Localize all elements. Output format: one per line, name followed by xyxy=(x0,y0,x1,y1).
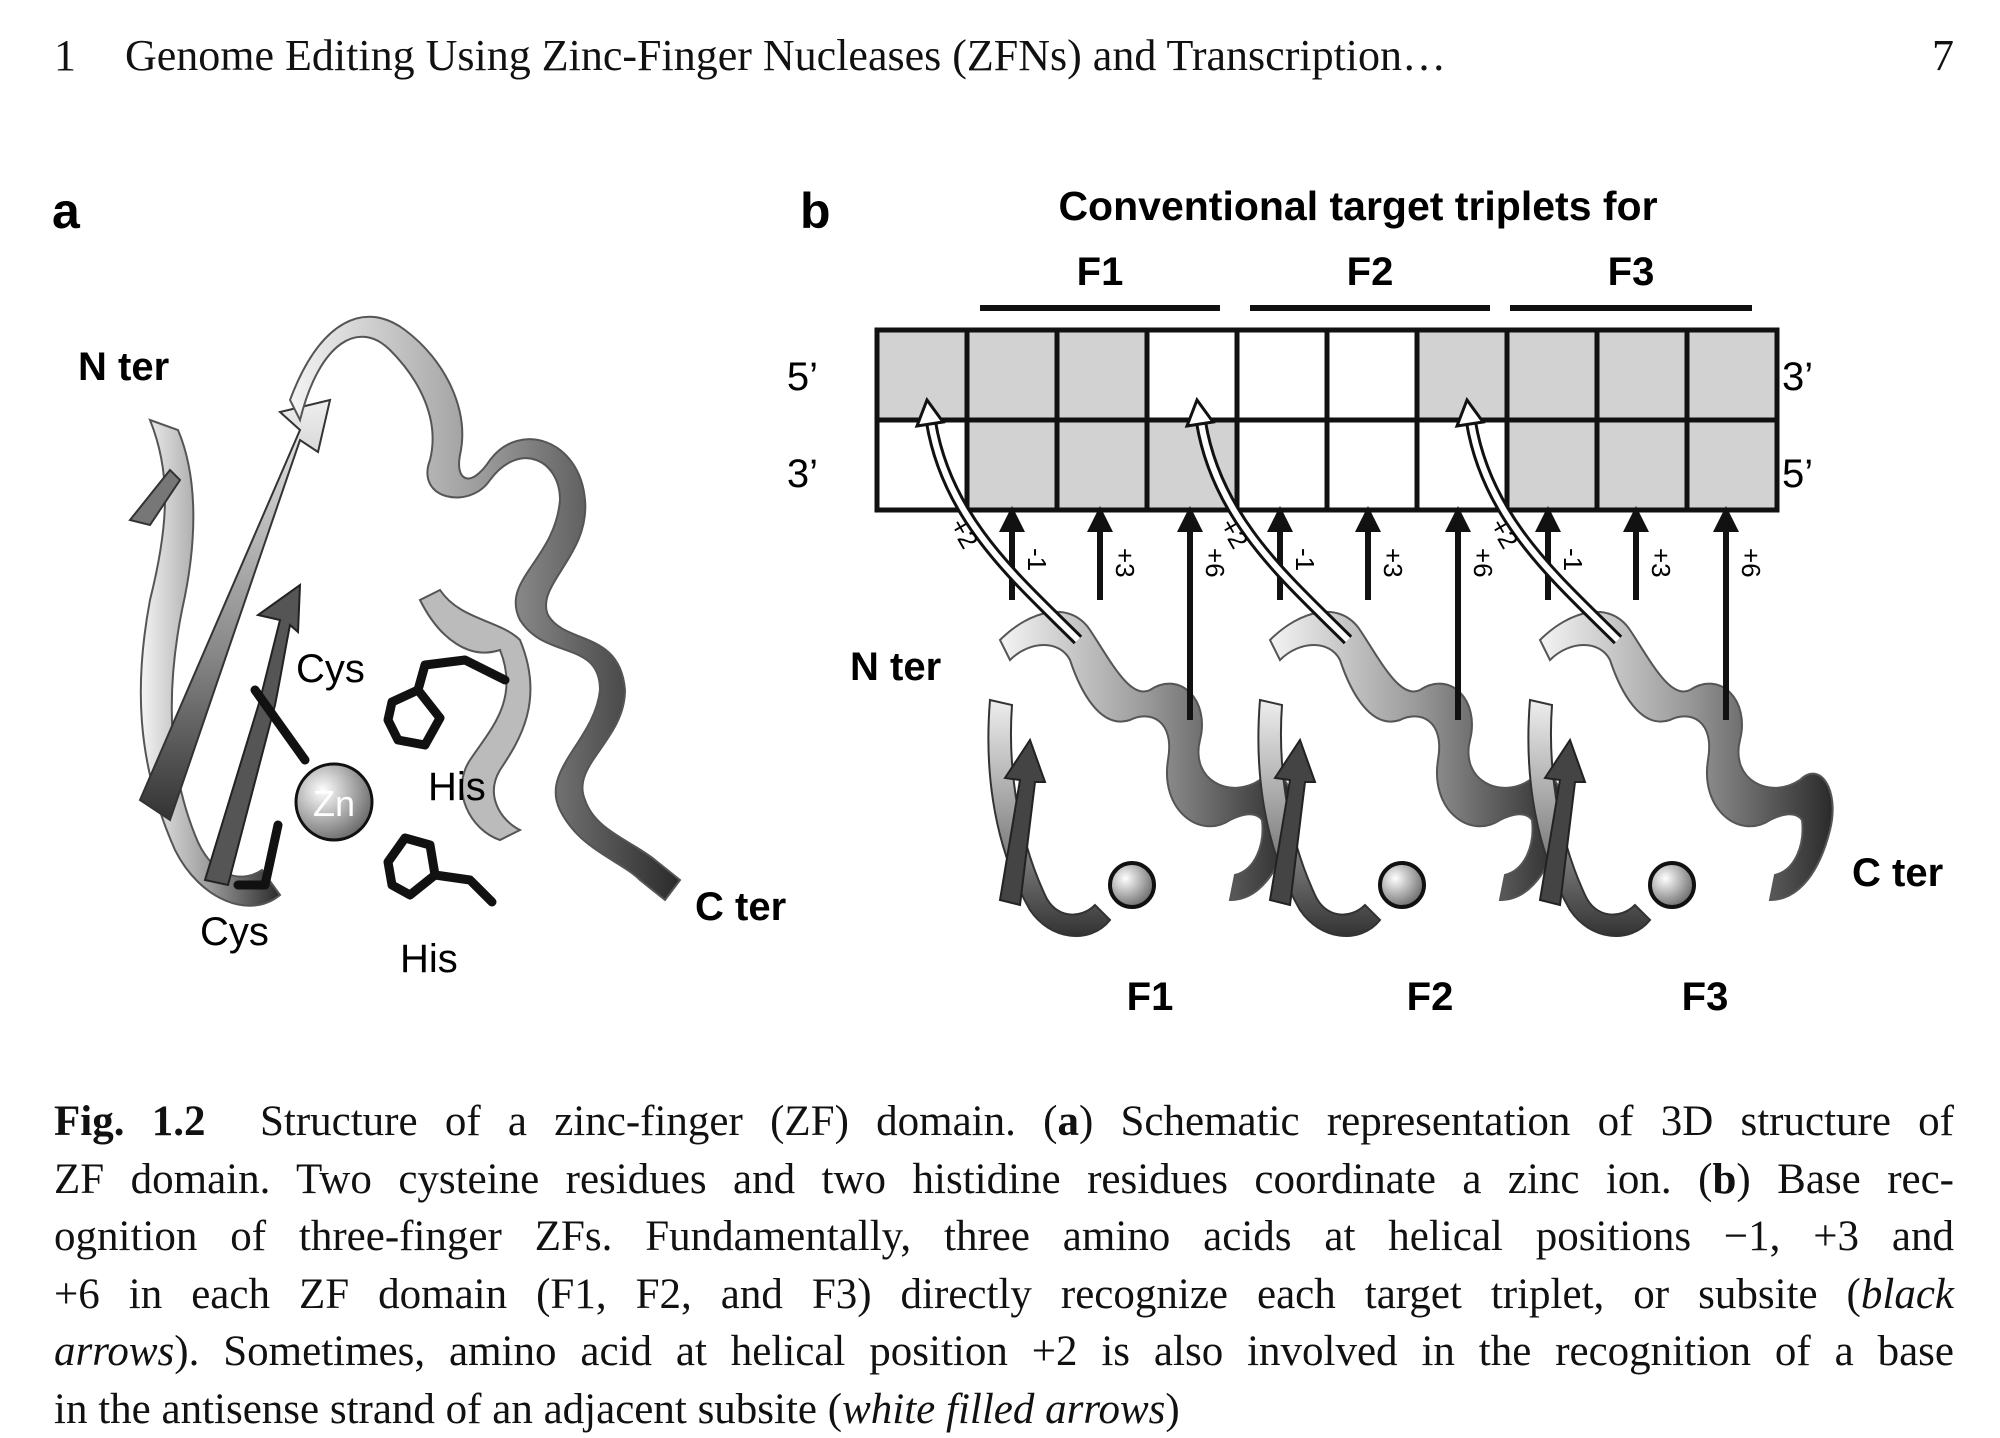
sense-base-3 xyxy=(1057,330,1147,420)
zinc-finger-ribbons xyxy=(988,612,1832,936)
caption-text: Structure of a zinc-finger (ZF) domain. … xyxy=(260,1098,1057,1145)
zinc-ion-2 xyxy=(1380,863,1424,907)
panel-a: a N ter Zn Cys Cys His His C ter xyxy=(52,183,786,981)
caption-text: ZF domain. Two cysteine residues and two… xyxy=(54,1156,1712,1203)
position-label: +6 xyxy=(1468,548,1498,578)
sense-base-1 xyxy=(877,330,967,420)
his-bottom-ring xyxy=(388,838,435,895)
sense-base-2 xyxy=(967,330,1057,420)
panel-b-title: Conventional target triplets for xyxy=(1058,183,1657,229)
triplet-label-1: F1 xyxy=(1077,250,1124,294)
triplet-labels: F1 F2 F3 xyxy=(980,250,1752,308)
antisense-base-5 xyxy=(1237,420,1327,510)
his-bottom-label: His xyxy=(400,937,458,981)
cys-top-label: Cys xyxy=(296,647,365,691)
zinc-ion-1 xyxy=(1110,863,1154,907)
finger-label-2: F2 xyxy=(1407,975,1454,1019)
caption-line-2: ZF domain. Two cysteine residues and two… xyxy=(54,1151,1954,1209)
finger-labels: F1 F2 F3 xyxy=(1127,975,1729,1019)
position-label: -1 xyxy=(1022,548,1052,571)
caption-italic: white filled arrows xyxy=(842,1386,1165,1433)
figure-caption: Fig. 1.2 Structure of a zinc-finger (ZF)… xyxy=(54,1093,1954,1438)
panel-b-label: b xyxy=(800,183,831,239)
caption-text: ) Base rec- xyxy=(1736,1156,1954,1203)
his-top-ring xyxy=(388,690,440,745)
panel-a-n-ter: N ter xyxy=(78,345,169,389)
caption-text: ) Schematic representation of 3D structu… xyxy=(1079,1098,1954,1145)
zinc-ion-3 xyxy=(1650,863,1694,907)
position-label: +6 xyxy=(1200,548,1230,578)
antisense-base-9 xyxy=(1597,420,1687,510)
position-label-plus2: +2 xyxy=(944,513,985,554)
finger-label-3: F3 xyxy=(1682,975,1729,1019)
caption-line-3: ognition of three-finger ZFs. Fundamenta… xyxy=(54,1208,1954,1266)
sense-base-4 xyxy=(1147,330,1237,420)
his-bottom-chain xyxy=(435,875,492,902)
caption-line-6: in the antisense strand of an adjacent s… xyxy=(54,1381,1954,1438)
position-label: +3 xyxy=(1646,548,1676,578)
triplet-label-3: F3 xyxy=(1608,250,1655,294)
caption-line-5: arrows). Sometimes, amino acid at helica… xyxy=(54,1323,1954,1381)
panel-a-c-ter: C ter xyxy=(695,885,786,929)
position-label: -1 xyxy=(1290,548,1320,571)
caption-panel-ref-b: b xyxy=(1712,1156,1736,1203)
zinc-finger-1 xyxy=(988,612,1292,936)
position-label: +3 xyxy=(1378,548,1408,578)
figure-label: Fig. 1.2 xyxy=(54,1098,205,1145)
figure-1-2: a N ter Zn Cys Cys His His C ter xyxy=(0,150,2000,1050)
caption-text: +6 in each ZF domain (F1, F2, and F3) di… xyxy=(54,1271,1861,1318)
caption-text: ). Sometimes, amino acid at helical posi… xyxy=(174,1328,1954,1375)
antisense-base-3 xyxy=(1057,420,1147,510)
cys-bottom-label: Cys xyxy=(200,910,269,954)
his-top-chain xyxy=(418,660,505,690)
position-label: -1 xyxy=(1558,548,1588,571)
running-head-title: Genome Editing Using Zinc-Finger Nucleas… xyxy=(125,30,1446,81)
panel-a-label: a xyxy=(52,183,81,239)
antisense-base-6 xyxy=(1327,420,1417,510)
strand-bottom-right: 5’ xyxy=(1782,452,1813,496)
antisense-base-10 xyxy=(1687,420,1777,510)
zinc-finger-2 xyxy=(1258,612,1562,936)
his-top-label: His xyxy=(428,765,486,809)
caption-panel-ref-a: a xyxy=(1057,1098,1079,1145)
zn-label: Zn xyxy=(313,783,355,824)
caption-italic: arrows xyxy=(54,1328,174,1375)
page-number: 7 xyxy=(1932,30,1954,81)
antisense-base-8 xyxy=(1507,420,1597,510)
dna-base-grid xyxy=(877,330,1777,510)
running-head: 1 Genome Editing Using Zinc-Finger Nucle… xyxy=(0,0,2000,110)
caption-text: in the antisense strand of an adjacent s… xyxy=(54,1386,842,1433)
strand-top-left: 5’ xyxy=(787,355,818,399)
chapter-number: 1 xyxy=(54,30,76,81)
caption-line-1: Fig. 1.2 Structure of a zinc-finger (ZF)… xyxy=(54,1093,1954,1151)
sense-base-7 xyxy=(1417,330,1507,420)
sense-base-5 xyxy=(1237,330,1327,420)
sense-base-10 xyxy=(1687,330,1777,420)
sense-base-6 xyxy=(1327,330,1417,420)
position-label: +6 xyxy=(1736,548,1766,578)
finger-label-1: F1 xyxy=(1127,975,1174,1019)
caption-italic: black xyxy=(1861,1271,1954,1318)
sense-base-9 xyxy=(1597,330,1687,420)
strand-bottom-left: 3’ xyxy=(787,452,818,496)
caption-line-4: +6 in each ZF domain (F1, F2, and F3) di… xyxy=(54,1266,1954,1324)
caption-text: ) xyxy=(1165,1386,1179,1433)
strand-top-right: 3’ xyxy=(1782,355,1813,399)
antisense-base-2 xyxy=(967,420,1057,510)
zinc-finger-3 xyxy=(1528,612,1832,936)
panel-b-c-ter: C ter xyxy=(1852,851,1943,895)
triplet-label-2: F2 xyxy=(1347,250,1394,294)
position-label: +3 xyxy=(1110,548,1140,578)
panel-b-n-ter: N ter xyxy=(850,645,941,689)
sense-base-8 xyxy=(1507,330,1597,420)
